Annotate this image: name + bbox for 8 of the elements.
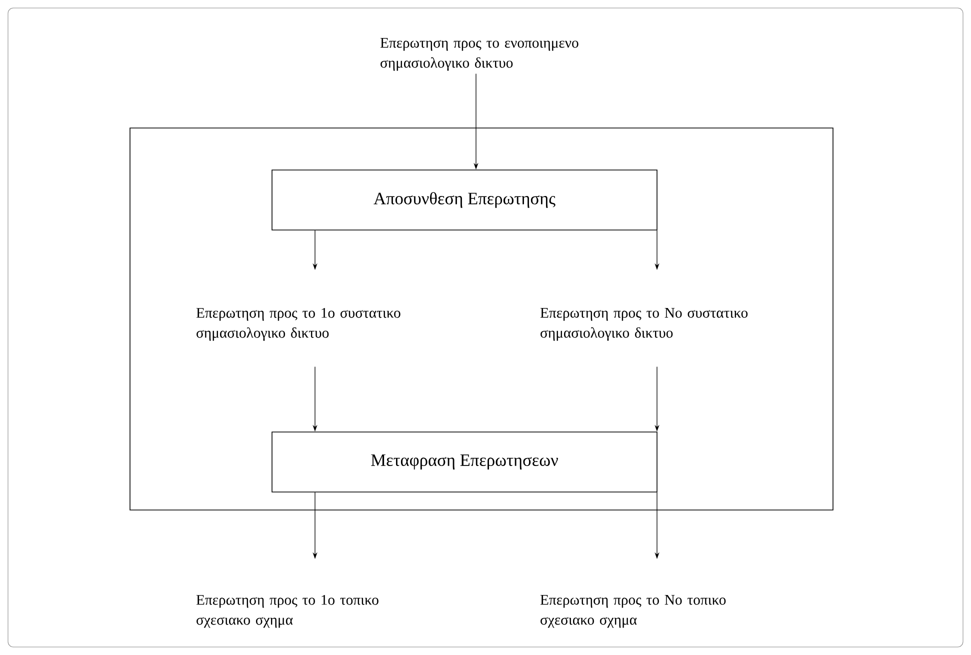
text-label: Επερωτηση προς το ενοποιημενο σημασιολογικο δικτυο: [380, 38, 578, 71]
process-box: Μεταφραση Επερωτησεων: [272, 432, 658, 492]
text-label: Επερωτηση προς το 1ο συστατικο σημασιολογικο δικτυο: [196, 308, 400, 341]
text-label: Επερωτηση προς το Νο συστατικο σημασιολογικο δικτυο: [540, 308, 748, 341]
text-label: Επερωτηση προς το 1ο τοπικο σχεσιακο σχημα: [196, 594, 378, 628]
process-box: Αποσυνθεση Επερωτησης: [272, 170, 658, 230]
text-label: Επερωτηση προς το Νο τοπικο σχεσιακο σχημα: [540, 595, 726, 628]
frame-box: [130, 128, 834, 510]
